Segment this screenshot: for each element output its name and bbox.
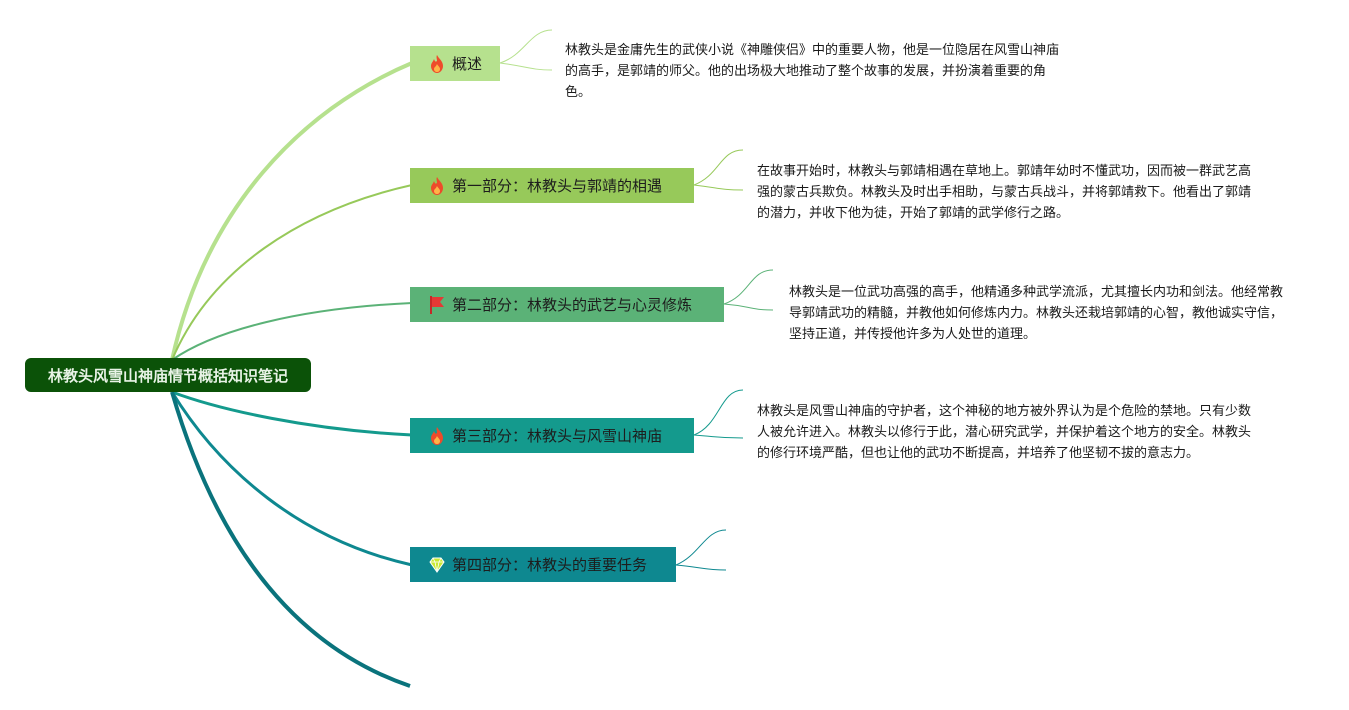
note-connector-part1-2	[693, 184, 744, 191]
note-part1: 在故事开始时，林教头与郭靖相遇在草地上。郭靖年幼时不懂武功，因而被一群武艺高强的…	[757, 164, 1252, 221]
branch-part2[interactable]: 第二部分：林教头的武艺与心灵修炼	[410, 287, 724, 322]
note-connector-overview	[499, 29, 553, 64]
connector-root-part2	[171, 302, 413, 361]
branch-overview[interactable]: 概述	[410, 46, 500, 81]
connector-root-part1	[171, 184, 413, 361]
branch-label: 概述	[452, 55, 483, 73]
note-overview: 林教头是金庸先生的武侠小说《神雕侠侣》中的重要人物，他是一位隐居在风雪山神庙的高…	[565, 43, 1060, 100]
diamond-icon	[429, 557, 445, 573]
branch-label: 第四部分：林教头的重要任务	[452, 556, 648, 574]
root-title: 林教头风雪山神庙情节概括知识笔记	[47, 366, 288, 385]
note-part2: 林教头是一位武功高强的高手，他精通多种武学流派，尤其擅长内功和剑法。他经常教导郭…	[789, 285, 1284, 342]
note-connector-part1	[693, 149, 744, 186]
note-connector-part3	[693, 389, 744, 436]
red-flag-icon	[430, 295, 444, 314]
branch-part4[interactable]: 第四部分：林教头的重要任务	[410, 547, 676, 582]
branch-part1[interactable]: 第一部分：林教头与郭靖的相遇	[410, 168, 694, 203]
branch-label: 第三部分：林教头与风雪山神庙	[452, 427, 663, 445]
note-connector-part2-2	[723, 303, 774, 311]
branch-part3[interactable]: 第三部分：林教头与风雪山神庙	[410, 418, 694, 453]
note-connector-part3-2	[693, 434, 744, 439]
connector-root-part3	[171, 390, 413, 437]
fire-icon	[431, 54, 443, 73]
note-connector-part4	[675, 529, 727, 566]
connector-root-tail	[170, 391, 411, 688]
root-topic[interactable]: 林教头风雪山神庙情节概括知识笔记	[25, 358, 311, 392]
note-connector-overview-2	[499, 62, 553, 71]
note-connector-part2	[723, 269, 774, 305]
fire-icon	[431, 426, 443, 445]
branch-label: 第二部分：林教头的武艺与心灵修炼	[452, 296, 693, 314]
note-part3: 林教头是风雪山神庙的守护者，这个神秘的地方被外界认为是个危险的禁地。只有少数人被…	[757, 404, 1252, 461]
fire-icon	[431, 176, 443, 195]
branch-label: 第一部分：林教头与郭靖的相遇	[452, 177, 663, 195]
connector-root-overview	[170, 61, 413, 361]
note-connector-part4-2	[675, 564, 727, 571]
connector-root-part4	[170, 391, 413, 567]
